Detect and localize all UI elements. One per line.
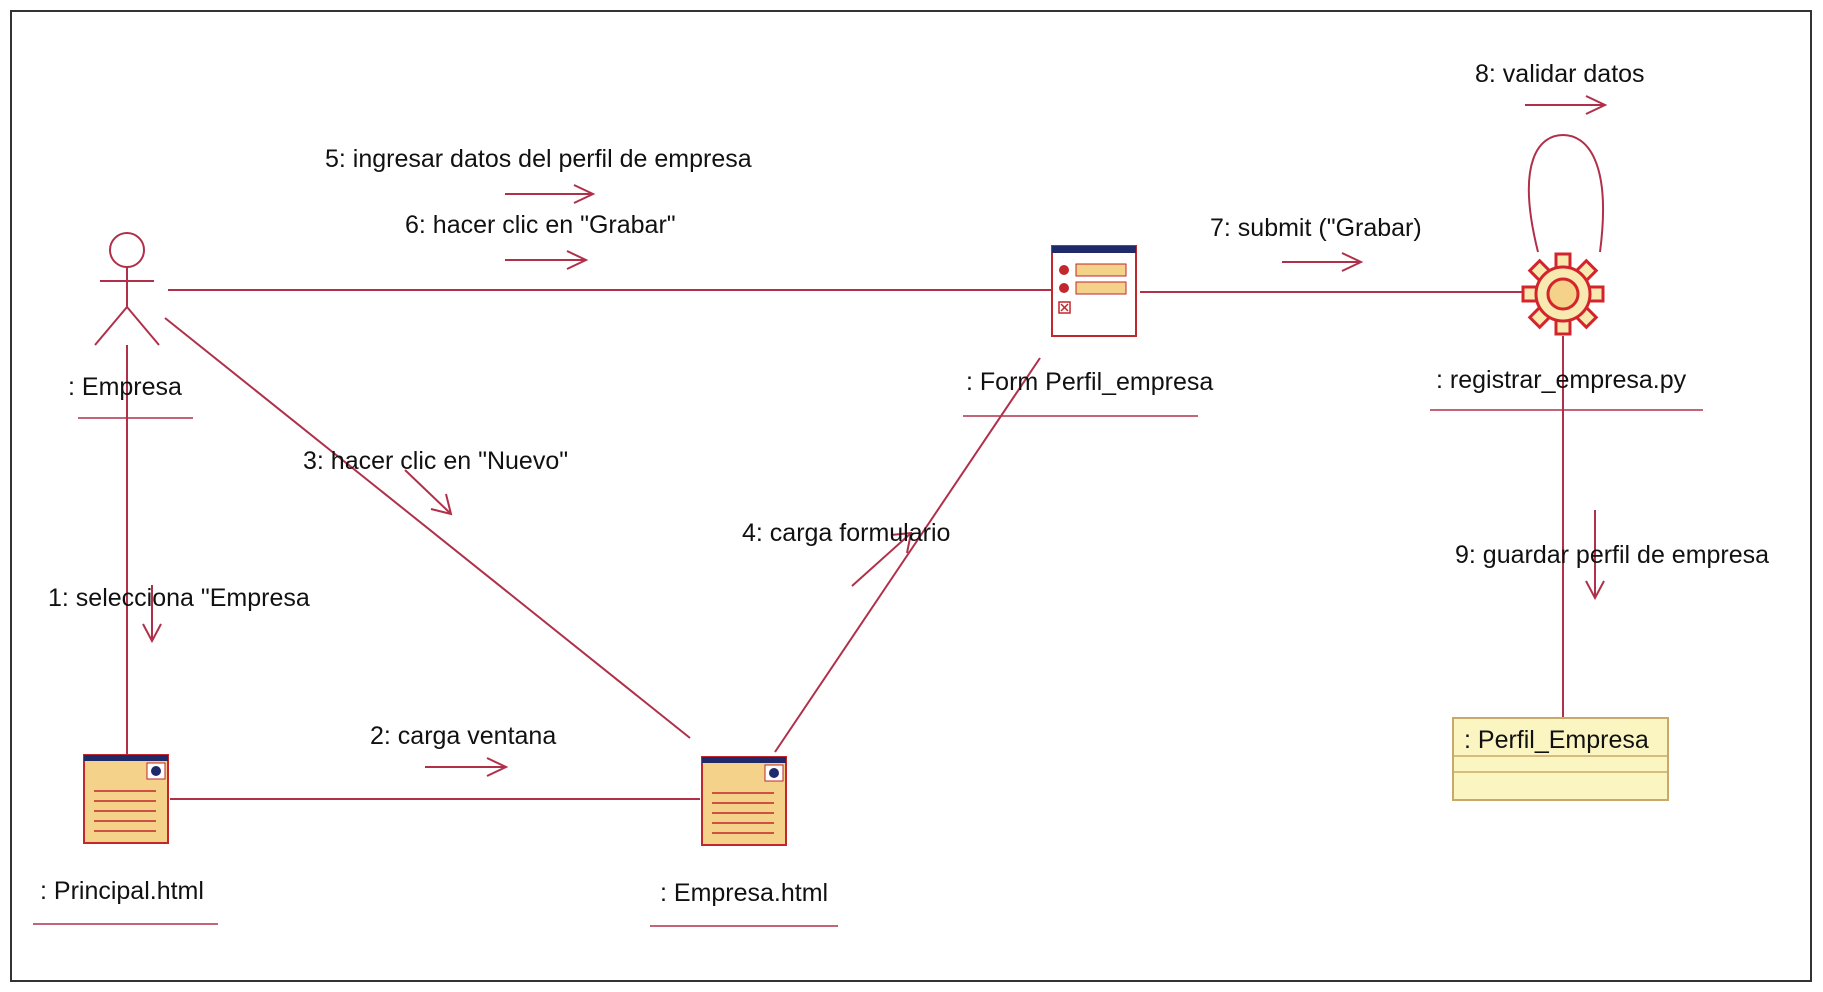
arrow-m1 [142, 585, 162, 644]
message-9-label: 9: guardar perfil de empresa [1455, 541, 1769, 569]
message-2-label: 2: carga ventana [370, 722, 556, 750]
principal-label: : Principal.html [40, 877, 204, 905]
message-4-label: 4: carga formulario [742, 519, 950, 547]
arrow-m5 [505, 184, 596, 204]
form-label: : Form Perfil_empresa [966, 368, 1213, 396]
class-box-icon[interactable] [1452, 717, 1669, 801]
actor-empresa[interactable] [94, 232, 160, 346]
actor-label: : Empresa [68, 373, 182, 401]
arrow-m2 [425, 757, 509, 777]
message-7-label: 7: submit ("Grabar) [1210, 214, 1422, 242]
web-page-icon[interactable] [83, 754, 169, 844]
diagram-frame [10, 10, 1812, 982]
form-icon[interactable] [1051, 245, 1137, 337]
arrow-m8 [1525, 95, 1608, 115]
message-3-label: 3: hacer clic en "Nuevo" [303, 447, 568, 475]
stick-figure-icon [94, 232, 160, 346]
links [126, 133, 1604, 800]
message-5-label: 5: ingresar datos del perfil de empresa [325, 145, 752, 173]
message-6-label: 6: hacer clic en "Grabar" [405, 211, 676, 239]
message-8-label: 8: validar datos [1475, 60, 1645, 88]
link-actor-empresapage [164, 317, 691, 739]
message-1-label: 1: selecciona "Empresa [48, 584, 310, 612]
arrow-m7 [1282, 252, 1364, 272]
entity-label: : Perfil_Empresa [1464, 726, 1649, 754]
web-page-icon[interactable] [701, 756, 787, 846]
arrow-m3 [404, 469, 453, 516]
empresa-page-label: : Empresa.html [660, 879, 828, 907]
arrow-m6 [505, 250, 589, 270]
gear-icon[interactable] [1521, 252, 1605, 336]
arrow-m9 [1585, 510, 1605, 601]
controller-label: : registrar_empresa.py [1436, 366, 1687, 394]
arrow-m4 [851, 531, 913, 587]
message-arrows [142, 95, 1608, 777]
self-link-controller [1527, 133, 1604, 253]
link-empresapage-form [774, 357, 1041, 753]
